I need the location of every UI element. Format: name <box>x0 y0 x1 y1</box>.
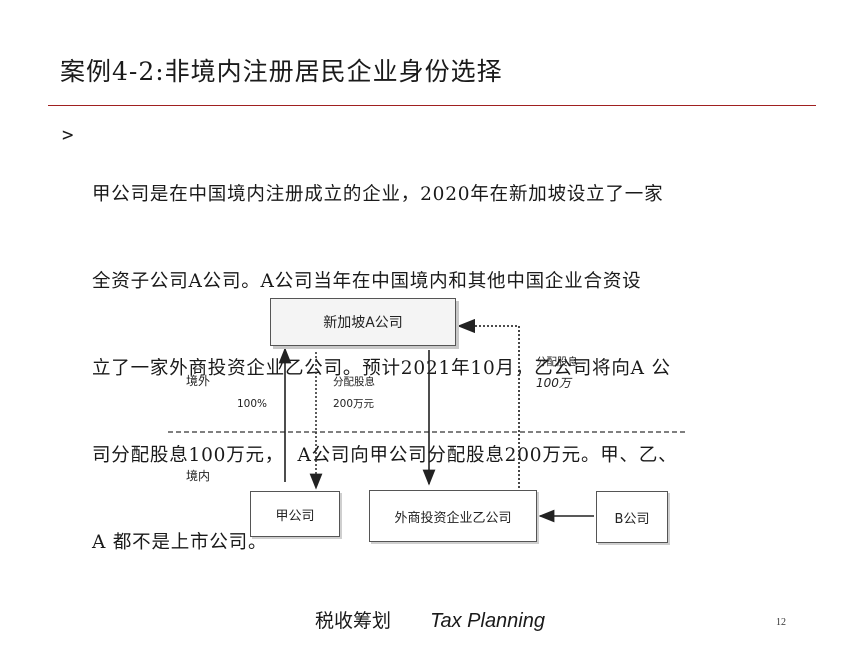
footer: 税收筹划 Tax Planning <box>0 606 860 633</box>
ownership-pct-label: 100% <box>237 398 268 410</box>
case-description: 甲公司是在中国境内注册成立的企业，2020年在新加坡设立了一家 全资子公司A公司… <box>92 122 792 586</box>
title-divider <box>48 105 816 106</box>
page-number: 12 <box>776 617 786 628</box>
node-b: B公司 <box>596 491 668 543</box>
case-line: 全资子公司A公司。A公司当年在中国境内和其他中国企业合资设 <box>92 271 642 292</box>
footer-en: Tax Planning <box>430 610 545 632</box>
dividend-yi-to-a-amount: 100万 <box>536 376 571 390</box>
node-yi: 外商投资企业乙公司 <box>369 490 537 542</box>
bullet-marker: > <box>62 124 74 146</box>
case-line: A 都不是上市公司。 <box>92 532 268 553</box>
case-line: 甲公司是在中国境内注册成立的企业，2020年在新加坡设立了一家 <box>92 184 664 205</box>
case-line: 立了一家外商投资企业乙公司。预计2021年10月，乙公司将向A 公 <box>92 358 671 379</box>
node-singapore-a: 新加坡A公司 <box>270 298 456 346</box>
region-overseas-label: 境外 <box>186 374 211 388</box>
dividend-a-to-jia-amount: 200万元 <box>333 398 375 410</box>
region-domestic-label: 境内 <box>186 469 211 483</box>
footer-cn: 税收筹划 <box>314 610 391 632</box>
case-line: 司分配股息100万元， A公司向甲公司分配股息200万元。甲、乙、 <box>92 445 678 466</box>
node-jia: 甲公司 <box>250 491 340 537</box>
dividend-a-to-jia-label: 分配股息 <box>333 376 375 388</box>
dividend-yi-to-a-label: 分配股息 <box>536 356 578 368</box>
dividend-arrow-yi-to-a <box>457 318 520 488</box>
slide-title: 案例4-2:非境内注册居民企业身份选择 <box>60 57 503 86</box>
